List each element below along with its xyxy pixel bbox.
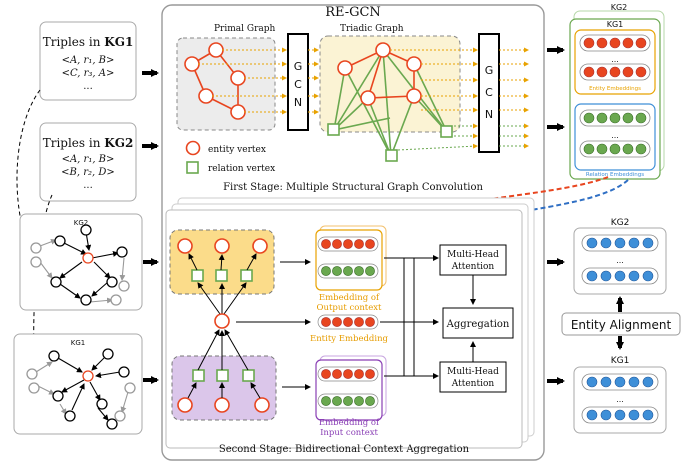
kg2-triples-heading-kg: KG2 — [104, 136, 133, 150]
embedding-output-context-line1: Embedding of — [319, 293, 380, 303]
gcn2-letter-c: C — [485, 86, 493, 99]
entity-embedding-row-1 — [583, 37, 647, 49]
kg2-alignment-row-2 — [586, 270, 654, 282]
triadic-to-gcn-relation-arrows — [397, 123, 478, 151]
second-stage-caption: Second Stage: Bidirectional Context Aggr… — [219, 444, 470, 455]
kg1-alignment-row-2 — [586, 409, 654, 421]
kg1-alignment-row-1 — [586, 376, 654, 388]
embeddings-panel: KG2 KG1 ... Entity Embeddings ... Relati… — [569, 3, 665, 180]
embedding-input-context-line1: Embedding of — [319, 418, 380, 428]
entity-embeddings-ellipsis: ... — [611, 55, 619, 64]
kg2-triples-heading-prefix: Triples in — [43, 136, 105, 150]
entity-alignment-box — [561, 312, 681, 336]
output-embedding-relation-row — [321, 266, 375, 276]
output-context-edges — [188, 253, 257, 315]
embedding-input-context-line2: Input context — [320, 428, 378, 438]
gcn1-letter-c: C — [294, 78, 302, 91]
kg1-graph-label: KG1 — [71, 339, 85, 347]
input-embedding-relation-row — [321, 396, 375, 406]
input-context-edges — [187, 329, 261, 399]
output-context-relations — [191, 269, 253, 282]
mha-top-line1: Multi-Head — [447, 250, 499, 260]
kg1-triples-heading-prefix: Triples in — [43, 35, 105, 49]
legend-entity-icon — [185, 140, 201, 156]
triadic-graph-entity-vertices — [337, 42, 422, 106]
gcn-block-2 — [478, 33, 500, 153]
center-entity-vertex — [214, 313, 230, 329]
alignment-kg2-label: KG2 — [611, 218, 630, 228]
aggregation-connectors — [380, 255, 439, 379]
svg-text:Triples in KG1: Triples in KG1 — [43, 35, 134, 49]
kg1-triple-line-3: ... — [83, 81, 93, 92]
gcn2-relation-output-arrows — [499, 123, 529, 149]
triadic-to-gcn-entity-arrows — [390, 47, 478, 113]
kg2-alignment-row-1 — [586, 237, 654, 249]
kg2-graph-box: KG2 — [19, 213, 143, 311]
legend-entity-label: entity vertex — [208, 145, 266, 155]
aggregation-box — [442, 307, 514, 339]
kg2-graph-label: KG2 — [74, 219, 88, 227]
re-gcn-title: RE-GCN — [325, 5, 381, 20]
input-embedding-entity-row — [321, 369, 375, 379]
kg1-alignment-ellipsis: ... — [616, 395, 624, 404]
embedding-output-context-line2: Output context — [317, 303, 382, 313]
kg2-triple-line-1: <A, r₁, B> — [62, 154, 115, 165]
gcn-block-1 — [287, 33, 309, 131]
gcn2-output-arrows — [499, 47, 529, 113]
gcn2-letter-n: N — [485, 108, 493, 121]
gcn1-letter-n: N — [294, 96, 302, 109]
gcn1-to-triadic-arrows — [308, 47, 319, 115]
kg2-triples-box: Triples in KG2 <A, r₁, B> <B, r₂, D> ... — [39, 122, 137, 202]
entity-alignment-label: Entity Alignment — [571, 318, 672, 332]
aggregation-label: Aggregation — [446, 319, 510, 330]
alignment-kg1-label: KG1 — [611, 356, 630, 366]
kg2-triple-line-3: ... — [83, 180, 93, 191]
first-stage: Primal Graph Triadic Graph G C — [176, 24, 529, 193]
gcn2-letter-g: G — [485, 64, 494, 77]
output-context-entities — [177, 238, 268, 254]
input-context-entities — [177, 397, 270, 413]
kg2-alignment-box: KG2 ... — [573, 218, 667, 295]
gcn1-letter-g: G — [294, 60, 303, 73]
triadic-graph-relation-vertices — [327, 123, 453, 162]
multi-head-attention-top — [439, 244, 507, 276]
multi-head-attention-bottom — [439, 361, 507, 393]
mha-bottom-line1: Multi-Head — [447, 367, 499, 377]
output-embedding-entity-row — [321, 239, 375, 249]
relation-embeddings-ellipsis: ... — [611, 131, 619, 140]
kg2-alignment-ellipsis: ... — [616, 256, 624, 265]
relation-embedding-row-1 — [583, 112, 647, 124]
legend-relation-icon — [186, 161, 199, 174]
kg1-graph-box: KG1 — [13, 333, 143, 435]
embeddings-kg1-label: KG1 — [607, 20, 624, 29]
primal-to-gcn-arrows — [198, 47, 287, 115]
mha-bottom-line2: Attention — [451, 379, 495, 389]
kg2-triple-line-2: <B, r₂, D> — [61, 167, 115, 178]
kg1-triples-box: Triples in KG1 <A, r₁, B> <C, r₃, A> ... — [39, 21, 137, 101]
first-stage-caption: First Stage: Multiple Structural Graph C… — [223, 182, 483, 193]
embeddings-kg2-label: KG2 — [611, 3, 628, 12]
entity-embedding-row — [321, 317, 375, 327]
entity-embedding-row-2 — [583, 66, 647, 78]
second-stage: Embedding of Output context Entity Embed… — [165, 197, 535, 455]
triadic-graph-label: Triadic Graph — [340, 24, 404, 34]
kg1-triple-line-1: <A, r₁, B> — [62, 55, 115, 66]
primal-graph-box — [176, 37, 276, 131]
mha-top-line2: Attention — [451, 262, 495, 272]
svg-text:Triples in KG2: Triples in KG2 — [43, 136, 134, 150]
entity-embedding-label: Entity Embedding — [310, 334, 389, 344]
primal-graph-label: Primal Graph — [214, 24, 275, 34]
primal-graph-entity-vertices — [184, 42, 246, 120]
relation-embedding-row-2 — [583, 143, 647, 155]
relation-embeddings-label: Relation Embeddings — [586, 172, 644, 178]
input-context-relations — [192, 369, 255, 382]
entity-embeddings-label: Entity Embeddings — [589, 86, 641, 92]
kg1-triples-heading-kg: KG1 — [104, 35, 133, 49]
kg1-triple-line-2: <C, r₃, A> — [62, 68, 115, 79]
kg1-alignment-box: KG1 ... — [573, 356, 667, 434]
legend-relation-label: relation vertex — [208, 164, 275, 174]
